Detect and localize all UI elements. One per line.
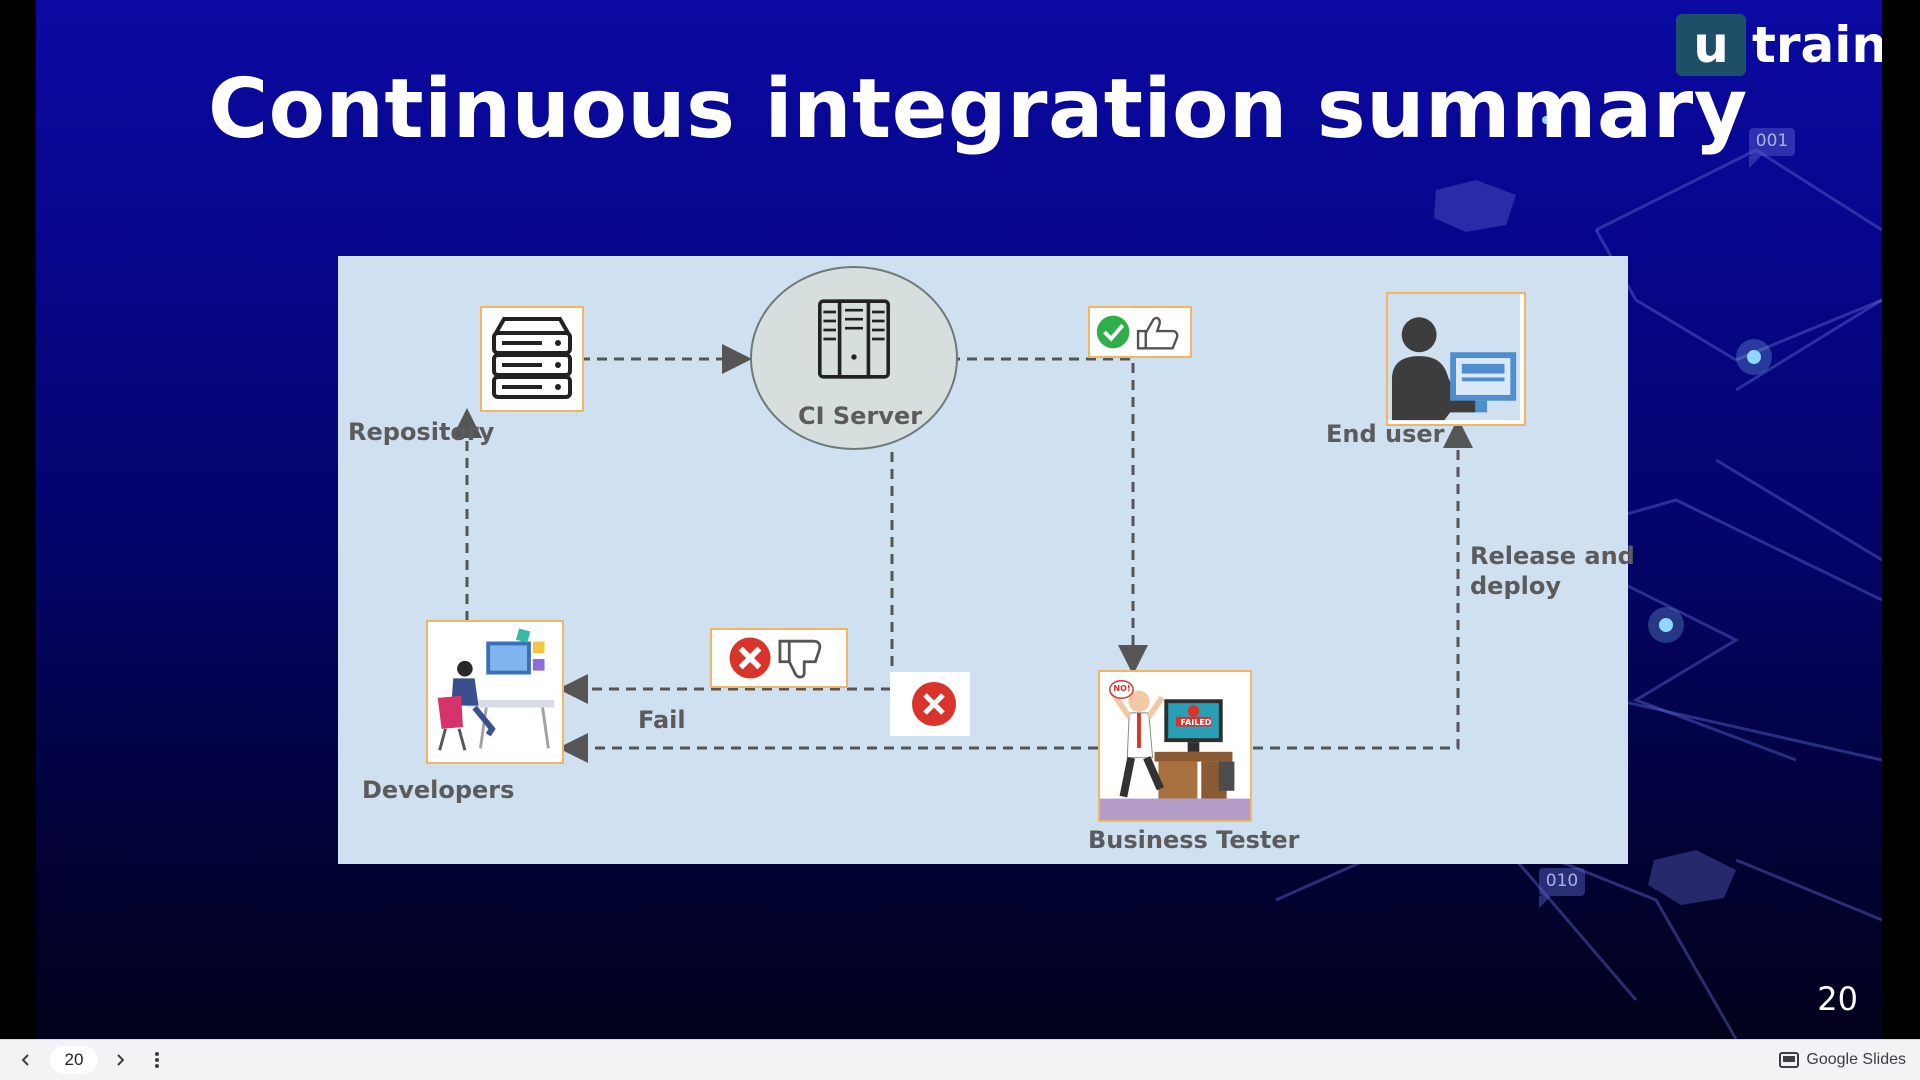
logo-mark: u [1676,14,1746,76]
cross-badge [890,672,970,736]
ci-server-label: CI Server [798,402,923,430]
previous-slide-button[interactable] [14,1048,38,1072]
frustrated-tester-icon [1100,680,1250,820]
server-rack-icon [492,317,572,399]
slides-icon [1779,1052,1800,1068]
release-deploy-label-line2: deploy [1470,572,1561,600]
google-slides-link[interactable]: Google Slides [1779,1049,1906,1071]
failed-screen-text: FAILED [1180,718,1212,727]
chevron-right-icon [117,1054,125,1066]
developers-label: Developers [362,776,515,804]
slide-title: Continuous integration summary [208,62,1748,157]
business-tester-node: FAILED NO! [1098,670,1252,822]
presentation-toolbar: 20 Google Slides [0,1039,1920,1080]
end-user-label: End user [1326,420,1445,448]
utrain-logo: u train [1676,14,1882,76]
deco-code-001: 001 [1755,131,1789,151]
check-thumbs-up-icon [1096,315,1179,350]
repository-label: Repository [348,418,495,446]
ci-diagram: Repository CI Server [338,256,1635,864]
success-badge [1088,306,1192,358]
google-slides-label: Google Slides [1806,1051,1906,1068]
slide-page-number: 20 [1817,980,1858,1018]
cross-circle-icon [912,682,956,726]
slide-number-input[interactable]: 20 [50,1046,98,1074]
business-tester-label: Business Tester [1088,826,1300,854]
developers-node [426,620,564,764]
fail-badge [710,628,848,688]
user-at-computer-icon [1388,294,1521,421]
decorative-circuit-lines [1275,116,1882,1039]
more-options-button[interactable] [145,1048,169,1072]
end-user-node [1386,292,1526,426]
release-deploy-label-line1: Release and [1470,542,1635,570]
fail-label: Fail [638,706,686,734]
ci-server-node: CI Server [750,266,958,450]
chevron-left-icon [21,1054,29,1066]
cross-thumbs-down-icon [729,637,822,679]
repository-node [480,306,584,412]
server-tower-icon [818,299,890,379]
more-vert-icon [155,1052,159,1068]
no-bubble-text: NO! [1113,684,1131,693]
deco-code-010: 010 [1545,871,1579,891]
slide-canvas: 001 010 Continuous integration summary u… [36,0,1882,1039]
logo-word: train [1752,16,1882,74]
developer-workspace-icon [437,628,555,751]
next-slide-button[interactable] [108,1048,132,1072]
